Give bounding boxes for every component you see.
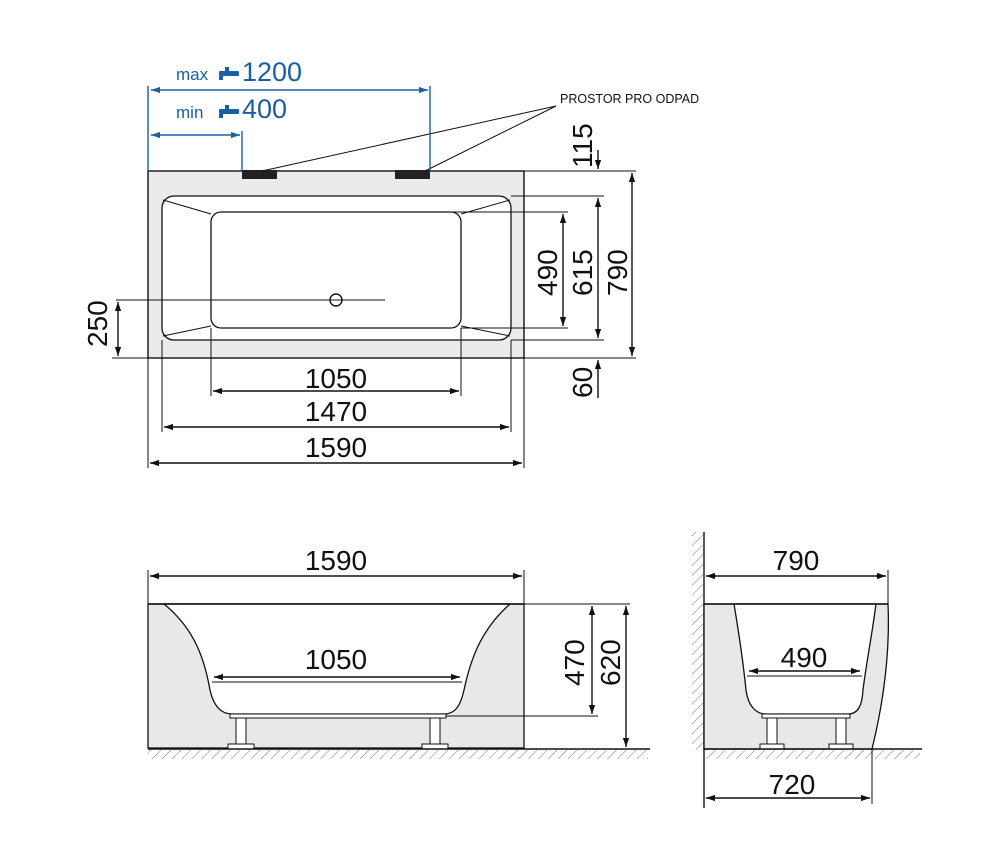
top-view: PROSTOR PRO ODPAD max 1200 min 400 115	[82, 57, 699, 468]
faucet-min-value: 400	[242, 94, 287, 124]
faucet-hole-right	[395, 170, 430, 179]
dim-front-1590: 1590	[305, 545, 367, 576]
dim-front-620: 620	[595, 639, 626, 686]
dim-front-1050: 1050	[305, 644, 367, 675]
dim-top-1470: 1470	[305, 396, 367, 427]
dim-top-790: 790	[602, 249, 633, 296]
faucet-hole-left	[242, 170, 277, 179]
dim-top-250: 250	[82, 300, 113, 347]
dim-front-470: 470	[559, 639, 590, 686]
dim-side-490: 490	[781, 642, 828, 673]
dim-side-790: 790	[773, 545, 820, 576]
faucet-min-prefix: min	[176, 103, 203, 122]
dim-top-60: 60	[567, 367, 598, 398]
dim-top-1050: 1050	[305, 363, 367, 394]
dim-top-1590: 1590	[305, 432, 367, 463]
faucet-icon	[219, 105, 239, 118]
faucet-icon	[219, 67, 239, 80]
dim-top-115: 115	[567, 123, 598, 168]
top-tub-floor	[210, 211, 462, 329]
dim-side-720: 720	[769, 769, 816, 800]
dim-top-490: 490	[532, 249, 563, 296]
faucet-max-prefix: max	[176, 65, 209, 84]
front-view: 1590 1050 470 620	[147, 545, 650, 759]
drain-space-label: PROSTOR PRO ODPAD	[560, 92, 699, 106]
dim-top-615: 615	[567, 249, 598, 296]
side-view: 790 490 720	[692, 532, 922, 808]
faucet-max-value: 1200	[242, 57, 302, 87]
